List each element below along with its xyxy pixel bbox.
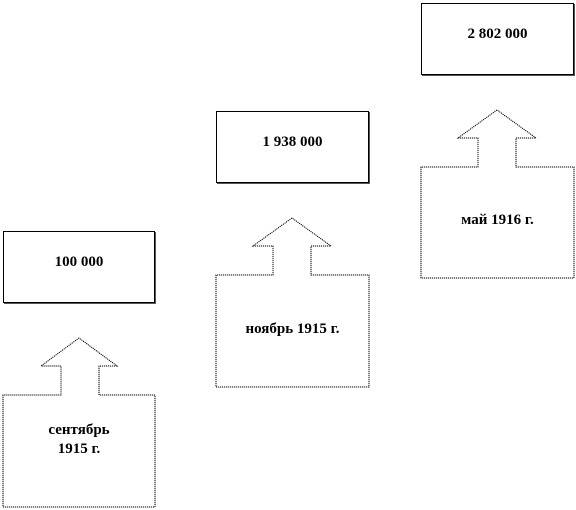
value-label-step-1: 100 000 — [54, 254, 104, 270]
value-box-step-1: 100 000 — [3, 231, 155, 303]
value-box-step-2: 1 938 000 — [216, 111, 369, 183]
value-label-step-3: 2 802 000 — [467, 26, 528, 42]
value-box-step-3: 2 802 000 — [421, 3, 574, 75]
value-label-step-2: 1 938 000 — [262, 134, 323, 150]
date-label-step-1: сентябрь 1915 г. — [48, 422, 110, 457]
date-label-step-2: ноябрь 1915 г. — [245, 321, 340, 337]
date-label-step-3: май 1916 г. — [461, 212, 534, 228]
